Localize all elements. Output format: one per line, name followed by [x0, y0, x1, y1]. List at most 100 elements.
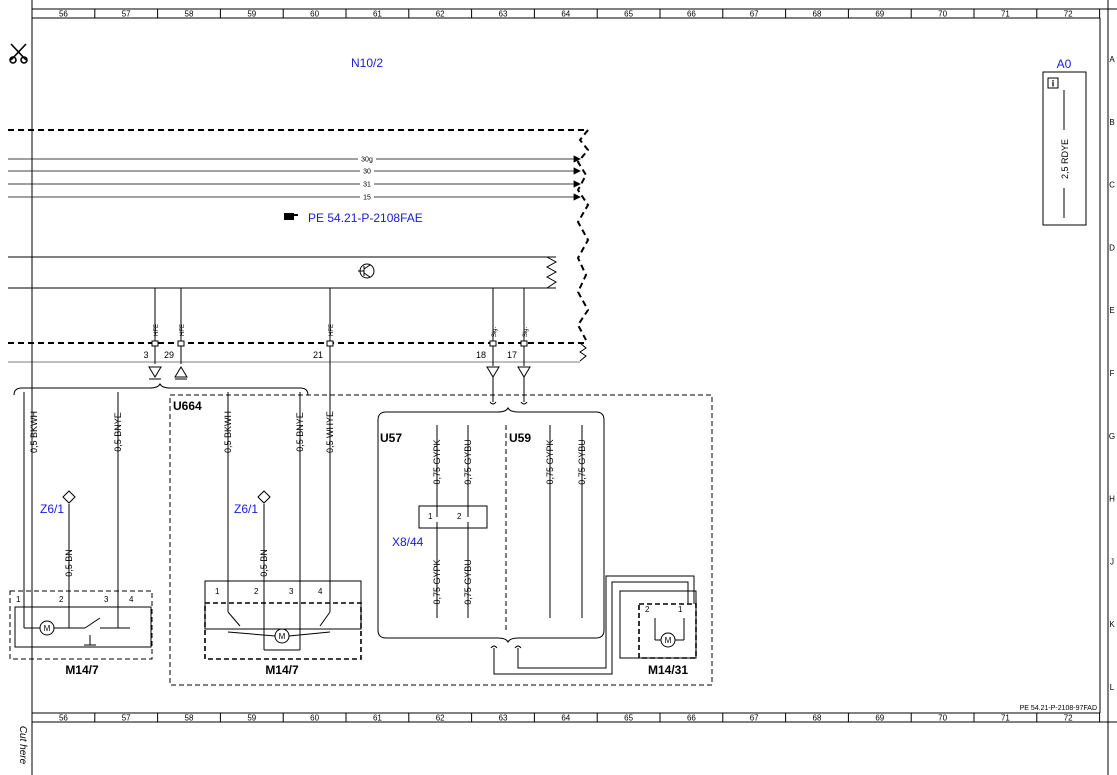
wire-label: 0,5 BKWH [223, 411, 233, 453]
u664-label[interactable]: U664 [173, 399, 202, 413]
z6-1-mid-label[interactable]: Z6/1 [234, 502, 258, 516]
pin-label: 17 [507, 350, 517, 360]
column-label: 72 [1064, 10, 1073, 19]
wire-label: 0,5 BN [64, 549, 74, 577]
m14-7-left-inner [14, 606, 152, 648]
sig-tag: Sig. [492, 327, 498, 338]
hfe-tag: HFE [180, 324, 186, 336]
column-label: 68 [813, 714, 822, 723]
bus-label-15: 15 [363, 195, 371, 202]
bus-label-30g: 30g [361, 157, 373, 164]
wire-label: 0,75 GYPK [432, 559, 442, 604]
column-label: 69 [875, 714, 884, 723]
svg-text:1: 1 [215, 587, 220, 596]
column-label: 67 [750, 10, 759, 19]
pin-label: 18 [476, 350, 486, 360]
wire-label: 0,5 BNYE [295, 412, 305, 452]
column-label: 62 [436, 10, 445, 19]
svg-text:2: 2 [254, 587, 259, 596]
pin-label: 29 [164, 350, 174, 360]
row-label: H [1109, 495, 1115, 504]
row-label: A [1109, 55, 1115, 64]
column-label: 59 [247, 714, 256, 723]
n10-2-label[interactable]: N10/2 [351, 56, 383, 70]
m14-31-wiring [490, 575, 695, 675]
column-label: 71 [1001, 714, 1010, 723]
column-label: 70 [938, 714, 947, 723]
svg-text:PE 54.21-P-2108FAE: PE 54.21-P-2108FAE [308, 211, 423, 225]
reference-link[interactable]: PE 54.21-P-2108FAE [284, 211, 423, 225]
column-label: 58 [185, 714, 194, 723]
cut-here-label: Cut here [17, 726, 28, 765]
bus-label-30: 30 [363, 169, 371, 176]
u57-label[interactable]: U57 [380, 431, 402, 445]
svg-text:2: 2 [645, 605, 650, 614]
column-label: 66 [687, 10, 696, 19]
row-label: B [1109, 118, 1114, 127]
column-label: 65 [624, 10, 633, 19]
wire-label: 0,75 GYBU [463, 559, 473, 605]
a0-box [1042, 71, 1087, 226]
pin-label: 3 [143, 350, 148, 360]
column-label: 70 [938, 10, 947, 19]
row-label: D [1109, 243, 1115, 252]
m14-31-label[interactable]: M14/31 [648, 663, 688, 677]
motor-icon: M [227, 595, 331, 651]
column-ticks [94, 9, 1101, 722]
svg-text:1: 1 [428, 512, 433, 521]
svg-text:M: M [665, 636, 672, 645]
u664-group [169, 394, 713, 686]
wire-label: 0,75 GYPK [432, 439, 442, 484]
a0-label[interactable]: A0 [1057, 57, 1072, 71]
column-label: 61 [373, 10, 382, 19]
svg-text:3: 3 [289, 587, 294, 596]
svg-text:2: 2 [59, 595, 64, 604]
column-label: 66 [687, 714, 696, 723]
m14-7-left-label[interactable]: M14/7 [65, 663, 99, 677]
column-label: 68 [813, 10, 822, 19]
svg-text:1: 1 [16, 595, 21, 604]
svg-text:1: 1 [678, 605, 683, 614]
row-label: J [1110, 557, 1114, 566]
column-label: 58 [185, 10, 194, 19]
column-label: 56 [59, 714, 68, 723]
svg-text:i: i [1052, 79, 1055, 89]
svg-text:3: 3 [104, 595, 109, 604]
info-icon[interactable] [1047, 77, 1059, 89]
m14-31-outer [619, 590, 697, 659]
m14-31-inner [638, 603, 697, 659]
column-label: 63 [499, 714, 508, 723]
m14-7-mid-label[interactable]: M14/7 [265, 663, 299, 677]
doc-ref: PE 54.21-P-2108-97FAD [1020, 705, 1097, 712]
column-label: 64 [561, 714, 570, 723]
row-label: E [1109, 306, 1114, 315]
wire-label: 0,75 GYPK [545, 439, 555, 484]
ground-point-icon [62, 490, 271, 504]
column-label: 69 [875, 10, 884, 19]
wire-label: 0,75 GYBU [577, 439, 587, 485]
svg-text:4: 4 [129, 595, 134, 604]
wire-label: 0,5 BN [259, 549, 269, 577]
column-label: 65 [624, 714, 633, 723]
wires [23, 392, 583, 618]
control-module-box [8, 256, 558, 289]
wire-label: 0,75 GYBU [463, 439, 473, 485]
scissors-icon [9, 43, 28, 64]
column-label: 71 [1001, 10, 1010, 19]
svg-text:4: 4 [318, 587, 323, 596]
group-brace [13, 382, 309, 396]
motor-icon: M [654, 618, 685, 648]
column-label: 67 [750, 714, 759, 723]
wire-label: 0,5 WHYE [325, 411, 335, 453]
sheet-frame [31, 0, 1117, 775]
z6-1-left-label[interactable]: Z6/1 [40, 502, 64, 516]
wire-label: 0,5 BNYE [113, 412, 123, 452]
column-label: 60 [310, 714, 319, 723]
wire-label: 0,5 BKWH [29, 411, 39, 453]
row-label: L [1110, 683, 1115, 692]
x8-44-label[interactable]: X8/44 [392, 535, 424, 549]
u59-label[interactable]: U59 [509, 431, 531, 445]
svg-text:M: M [44, 624, 51, 633]
hfe-tag: HFE [154, 324, 160, 336]
